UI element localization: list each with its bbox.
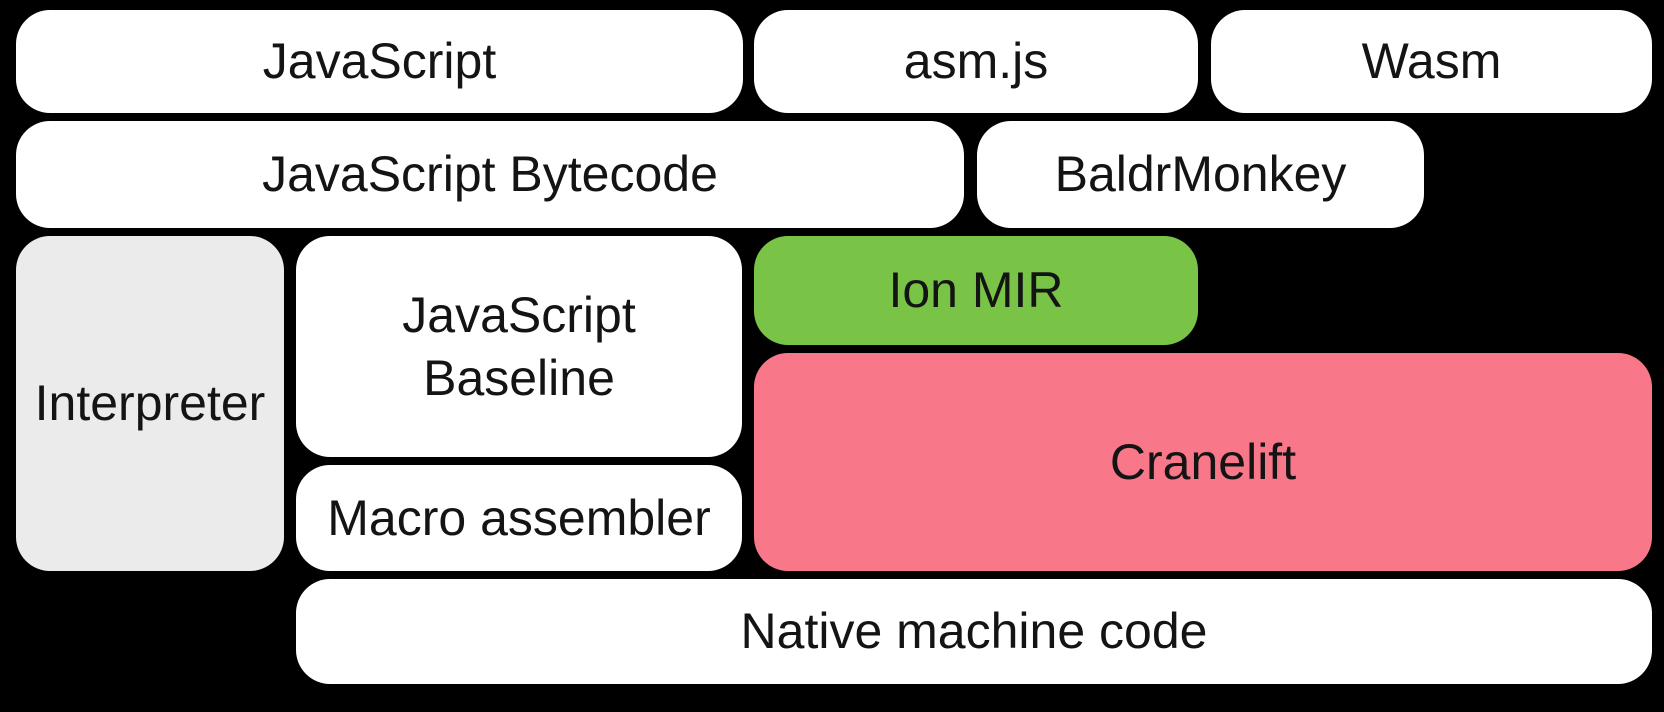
node-native-machine-code: Native machine code	[296, 579, 1652, 684]
node-wasm: Wasm	[1211, 10, 1652, 113]
node-javascript-label: JavaScript	[262, 33, 497, 90]
node-cranelift-label: Cranelift	[1109, 433, 1297, 490]
node-asmjs: asm.js	[754, 10, 1198, 113]
node-macro-assembler: Macro assembler	[296, 465, 742, 571]
node-interpreter: Interpreter	[16, 236, 284, 571]
node-javascript-baseline: JavaScript Baseline	[296, 236, 742, 457]
node-ion-mir-label: Ion MIR	[888, 262, 1064, 319]
node-wasm-label: Wasm	[1361, 33, 1502, 90]
node-ion-mir: Ion MIR	[754, 236, 1198, 345]
node-cranelift: Cranelift	[754, 353, 1652, 571]
node-javascript-bytecode-label: JavaScript Bytecode	[262, 146, 718, 203]
node-javascript: JavaScript	[16, 10, 743, 113]
node-baldrmonkey: BaldrMonkey	[977, 121, 1424, 228]
node-macro-assembler-label: Macro assembler	[327, 489, 711, 546]
node-native-machine-code-label: Native machine code	[740, 603, 1208, 660]
node-javascript-bytecode: JavaScript Bytecode	[16, 121, 964, 228]
node-interpreter-label: Interpreter	[34, 375, 266, 432]
node-baldrmonkey-label: BaldrMonkey	[1054, 146, 1347, 203]
node-asmjs-label: asm.js	[903, 33, 1049, 90]
node-javascript-baseline-label: JavaScript Baseline	[402, 287, 636, 406]
